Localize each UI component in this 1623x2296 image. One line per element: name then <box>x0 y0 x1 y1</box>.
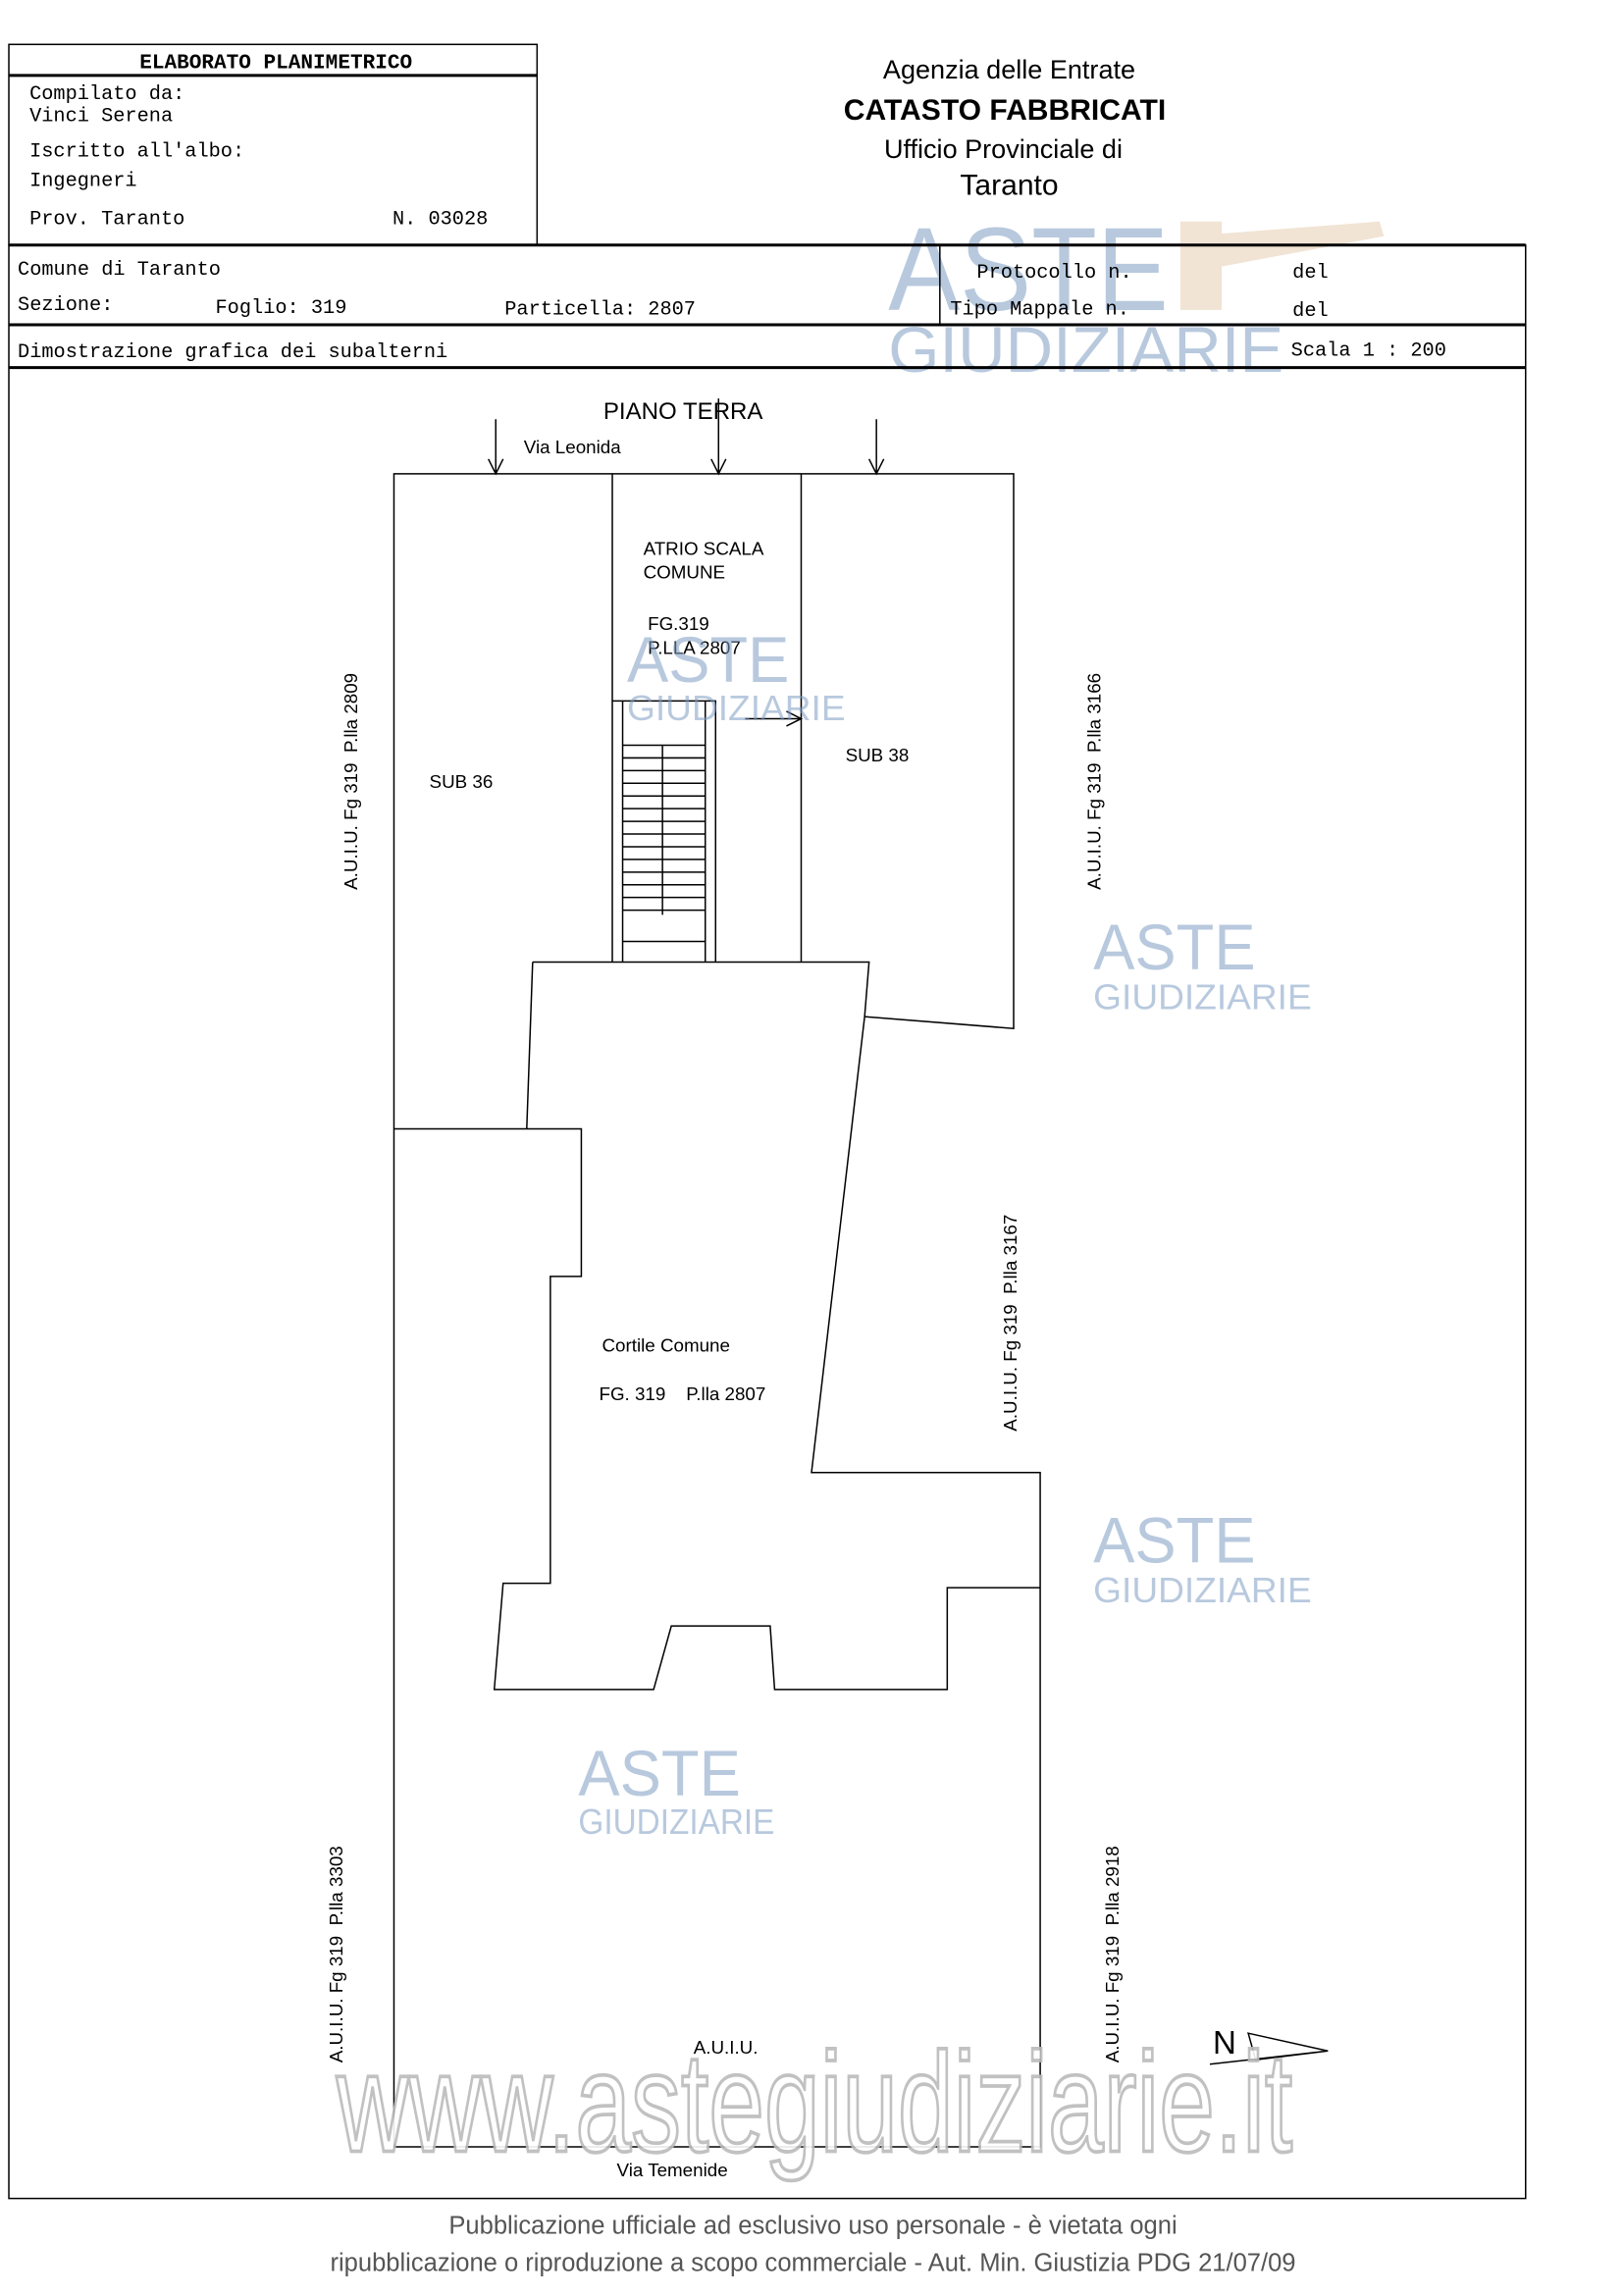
main-frame: Comune di Taranto Sezione: Foglio: 319 P… <box>8 243 1527 2200</box>
footer-line-2: ripubblicazione o riproduzione a scopo c… <box>330 2249 1295 2276</box>
tipo-mappale-label: Tipo Mappale n. <box>950 298 1129 321</box>
sub-36-label: SUB 36 <box>430 771 494 792</box>
atrio-foglio: FG.319 <box>648 613 709 634</box>
atrio-label-1: ATRIO SCALA <box>644 539 764 559</box>
registration-number: N. 03028 <box>393 209 488 232</box>
watermark-aste: ASTE <box>1093 1505 1255 1578</box>
particella: Particella: 2807 <box>504 298 696 321</box>
watermark-url: www.astegiudiziarie.it <box>336 2022 1292 2181</box>
north-label: N <box>1213 2025 1236 2061</box>
watermark-giudiziarie: GIUDIZIARIE <box>578 1801 774 1842</box>
watermark-aste: ASTE <box>1093 912 1255 984</box>
sub-38-label: SUB 38 <box>846 745 910 765</box>
catasto-title: CATASTO FABBRICATI <box>844 94 1166 127</box>
office-city: Taranto <box>960 170 1058 202</box>
document-title: ELABORATO PLANIMETRICO <box>139 51 412 75</box>
neighbor-left-bottom: A.U.I.U. Fg 319 P.lla 3303 <box>326 1846 346 2062</box>
compiled-by: Vinci Serena <box>29 105 173 128</box>
tipo-mappale-date-label: del <box>1292 300 1329 323</box>
foglio: Foglio: 319 <box>216 297 347 320</box>
agency-name: Agenzia delle Entrate <box>883 55 1135 84</box>
watermark-giudiziarie: GIUDIZIARIE <box>627 688 846 728</box>
province: Prov. Taranto <box>29 209 184 232</box>
floor-plan: PIANO TERRA Via Leonida ATRIO SCALA COMU… <box>326 398 1329 2180</box>
neighbor-left-top: A.U.I.U. Fg 319 P.lla 2809 <box>340 673 361 890</box>
courtyard-outline <box>393 961 1041 2148</box>
entry-arrow <box>745 710 804 727</box>
bottom-neighbor: A.U.I.U. <box>694 2037 759 2058</box>
courtyard-label: Cortile Comune <box>602 1335 729 1356</box>
neighbor-right-top: A.U.I.U. Fg 319 P.lla 3166 <box>1084 673 1105 890</box>
watermark-giudiziarie: GIUDIZIARIE <box>1093 977 1312 1018</box>
sezione: Sezione: <box>18 294 113 317</box>
neighbor-right-bottom: A.U.I.U. Fg 319 P.lla 2918 <box>1102 1846 1123 2062</box>
floor-label: PIANO TERRA <box>603 398 763 425</box>
gavel-icon <box>1179 221 1385 310</box>
watermark-aste: ASTE <box>578 1738 740 1810</box>
neighbor-right-middle: A.U.I.U. Fg 319 P.lla 3167 <box>1000 1215 1021 1432</box>
comune: Comune di Taranto <box>18 259 221 282</box>
street-top: Via Leonida <box>524 437 621 457</box>
footer-line-1: Pubblicazione ufficiale ad esclusivo uso… <box>448 2213 1177 2240</box>
north-arrow-icon: N <box>1209 2025 1329 2065</box>
office-label: Ufficio Provinciale di <box>884 134 1123 164</box>
atrio-particella: P.LLA 2807 <box>648 637 741 657</box>
courtyard-reference: FG. 319 P.lla 2807 <box>599 1383 765 1404</box>
compiled-by-label: Compilato da: <box>29 83 184 106</box>
watermark-aste: ASTE <box>888 204 1169 336</box>
atrio-label-2: COMUNE <box>644 562 725 583</box>
agency-header: Agenzia delle Entrate CATASTO FABBRICATI… <box>844 55 1166 202</box>
scale: Scala 1 : 200 <box>1291 340 1446 363</box>
compiler-box: ELABORATO PLANIMETRICO Compilato da: Vin… <box>8 43 539 246</box>
watermark-aste: ASTE <box>627 624 789 697</box>
staircase <box>612 700 717 963</box>
register-label: Iscritto all'albo: <box>29 141 244 164</box>
description: Dimostrazione grafica dei subalterni <box>18 341 447 364</box>
building-outline <box>393 473 1015 2147</box>
protocollo-label: Protocollo n. <box>976 262 1131 285</box>
register: Ingegneri <box>29 171 137 193</box>
protocollo-date-label: del <box>1292 262 1329 285</box>
watermark-logos: ASTE GIUDIZIARIE ASTE GIUDIZIARIE ASTE G… <box>334 624 1312 2184</box>
street-bottom: Via Temenide <box>617 2160 728 2180</box>
watermark-giudiziarie: GIUDIZIARIE <box>1093 1570 1312 1610</box>
